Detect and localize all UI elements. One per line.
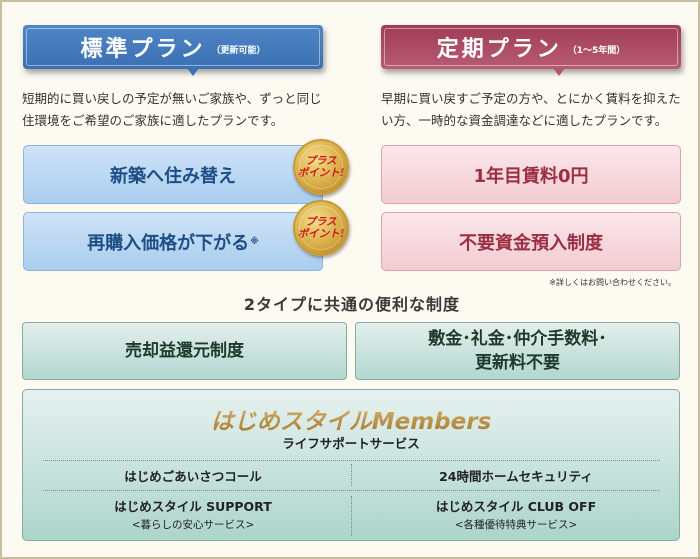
- fixed-plan-title: 定期プラン: [436, 37, 562, 62]
- common-item-label-line2: 更新料不要: [475, 353, 560, 373]
- feature-label: 1年目賃料0円: [473, 165, 589, 187]
- badge-line1: プラス: [305, 216, 337, 228]
- members-subtitle: ライフサポートサービス: [282, 436, 420, 451]
- service-greeting-call: はじめごあいさつコール: [38, 466, 348, 485]
- divider: [351, 464, 352, 486]
- speech-tail-icon: [187, 68, 199, 76]
- divider: [43, 490, 660, 491]
- badge-line1: プラス: [305, 155, 337, 167]
- common-item-profit-return: 売却益還元制度: [22, 322, 347, 380]
- divider: [351, 496, 352, 536]
- fixed-plan-description: 早期に買い戻すご予定の方や、とにかく賃料を抑えたい方、一時的な資金調達などに適し…: [381, 91, 681, 128]
- service-name: 24時間ホームセキュリティ: [439, 469, 593, 484]
- standard-plan-subtitle: （更新可能）: [211, 45, 266, 56]
- service-description: <暮らしの安心サービス>: [131, 519, 255, 531]
- feature-first-year-rent-free: 1年目賃料0円: [381, 145, 681, 204]
- asterisk-mark: ※: [250, 236, 259, 247]
- fixed-plan-header: 定期プラン （1～5年間）: [381, 25, 681, 76]
- footnote: ※詳しくはお問い合わせください。: [549, 278, 676, 287]
- standard-plan-header: 標準プラン （更新可能）: [23, 25, 323, 76]
- service-support: はじめスタイル SUPPORT <暮らしの安心サービス>: [38, 496, 348, 532]
- common-item-label-line1: 敷金･礼金･仲介手数料･: [428, 329, 607, 349]
- feature-label: 新築へ住み替え: [110, 165, 236, 187]
- divider: [43, 460, 660, 461]
- service-club-off: はじめスタイル CLUB OFF <各種優待特典サービス>: [361, 496, 671, 532]
- service-name: はじめスタイル CLUB OFF: [435, 499, 597, 514]
- service-name: はじめスタイル SUPPORT: [114, 499, 272, 514]
- feature-label: 再購入価格が下がる: [87, 232, 250, 254]
- common-section-title: 2タイプに共通の便利な制度: [243, 295, 461, 314]
- standard-plan-title: 標準プラン: [80, 37, 206, 62]
- plus-point-badge-icon: プラス ポイント!: [293, 200, 349, 256]
- common-item-label: 売却益還元制度: [125, 341, 244, 361]
- common-item-no-fees: 敷金･礼金･仲介手数料･ 更新料不要: [355, 322, 680, 380]
- feature-repurchase-price: 再購入価格が下がる※: [23, 212, 323, 271]
- badge-line2: ポイント!: [297, 167, 345, 179]
- feature-label: 不要資金預入制度: [459, 232, 603, 254]
- standard-plan-description: 短期的に買い戻しの予定が無いご家族や、ずっと同じ住環境をご希望のご家族に適したプ…: [22, 91, 322, 128]
- feature-deposit-system: 不要資金預入制度: [381, 212, 681, 271]
- service-home-security: 24時間ホームセキュリティ: [361, 466, 671, 485]
- service-description: <各種優待特典サービス>: [454, 519, 578, 531]
- members-panel: はじめスタイルMembers ライフサポートサービス はじめごあいさつコール 2…: [22, 389, 680, 541]
- speech-tail-icon: [553, 68, 565, 76]
- badge-line2: ポイント!: [297, 228, 345, 240]
- service-name: はじめごあいさつコール: [124, 469, 262, 484]
- members-title: はじめスタイルMembers: [23, 402, 679, 436]
- plus-point-badge-icon: プラス ポイント!: [293, 139, 349, 195]
- feature-new-home: 新築へ住み替え: [23, 145, 323, 204]
- fixed-plan-subtitle: （1～5年間）: [567, 45, 626, 56]
